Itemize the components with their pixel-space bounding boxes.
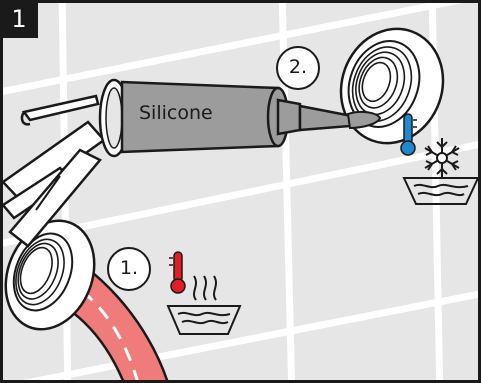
wall-socket-upper — [339, 27, 445, 145]
wall-socket-lower — [4, 219, 96, 331]
step-number-badge: 1 — [0, 0, 38, 38]
hot-water-icon — [166, 251, 242, 335]
step-1-callout: 1. — [107, 247, 151, 291]
cold-water-icon — [400, 113, 480, 205]
cartridge-label: Silicone — [139, 102, 213, 124]
caulking-gun — [1, 78, 382, 248]
snowflake-icon — [424, 138, 460, 178]
step-2-callout: 2. — [276, 46, 320, 90]
